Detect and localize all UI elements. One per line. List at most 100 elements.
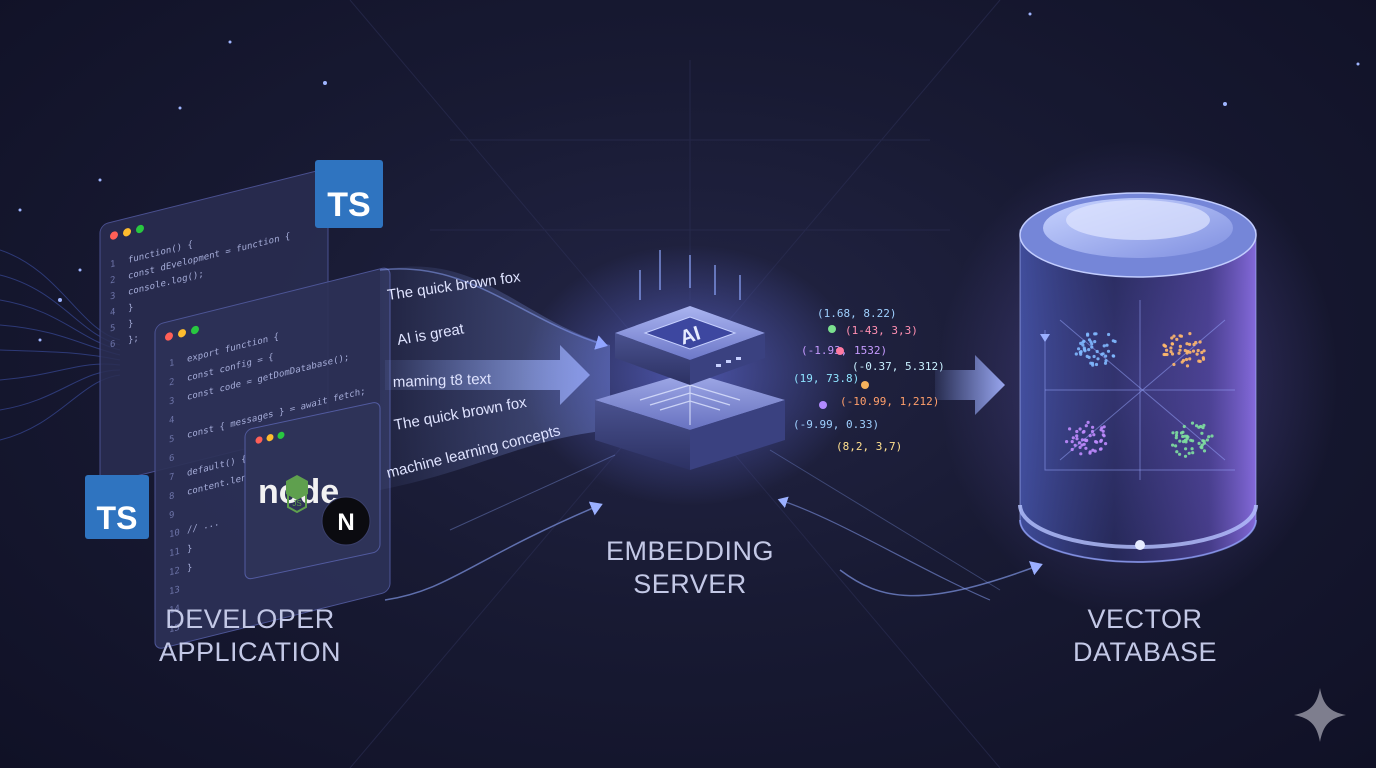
embedding-vector-value: (-10.99, 1,212) xyxy=(840,395,939,408)
text-input-sample: maming t8 text xyxy=(393,371,493,391)
cluster-point xyxy=(1200,431,1204,435)
cluster-point xyxy=(1068,427,1072,431)
code-line-number: 14 xyxy=(169,604,180,617)
cluster-point xyxy=(1112,354,1116,358)
code-line-number: 15 xyxy=(169,623,180,636)
cluster-point xyxy=(1077,441,1081,445)
vector-clusters xyxy=(1065,332,1214,458)
cluster-point xyxy=(1184,357,1189,362)
cluster-point xyxy=(1095,440,1099,444)
cluster-point xyxy=(1183,348,1187,353)
code-line-number: 1 xyxy=(169,358,174,369)
cluster-point xyxy=(1102,425,1106,429)
cluster-point xyxy=(1191,439,1195,443)
cluster-point xyxy=(1078,445,1082,449)
code-line-number: 1 xyxy=(110,259,115,270)
query-arrow-right xyxy=(839,561,1043,597)
code-line-number: 8 xyxy=(169,491,174,502)
cluster-point xyxy=(1178,439,1182,443)
cluster-point xyxy=(1099,438,1103,442)
cluster-point xyxy=(1202,449,1207,453)
cluster-point xyxy=(1090,345,1094,349)
vector-dots xyxy=(819,325,869,409)
cluster-point xyxy=(1171,443,1175,447)
developer-label-line1: DEVELOPER xyxy=(165,604,335,634)
cluster-point xyxy=(1093,449,1097,453)
cluster-point xyxy=(1202,349,1206,353)
vector-dot xyxy=(828,325,836,333)
code-line-number: 11 xyxy=(169,547,180,560)
code-line-number: 4 xyxy=(169,415,175,426)
cluster-point xyxy=(1084,424,1088,428)
typescript-badge-top: TS xyxy=(315,160,383,228)
cluster-point xyxy=(1095,349,1099,354)
cluster-point xyxy=(1171,431,1175,435)
cluster-point xyxy=(1172,362,1176,367)
cluster-point xyxy=(1175,431,1179,435)
vector-dot xyxy=(836,347,844,355)
cluster-point xyxy=(1207,435,1211,439)
window-minimize-dot xyxy=(178,329,186,338)
cluster-point xyxy=(1201,356,1205,360)
code-line-number: 9 xyxy=(169,510,174,521)
cluster-point xyxy=(1198,340,1202,344)
cluster-point xyxy=(1200,350,1204,355)
cluster-point xyxy=(1103,361,1108,365)
cluster-point xyxy=(1174,436,1178,440)
cluster-point xyxy=(1065,440,1069,444)
embedding-vector-value: (-0.37, 5.312) xyxy=(852,360,945,373)
code-line: } xyxy=(187,563,192,574)
cluster-point xyxy=(1181,434,1185,439)
code-line-number: 4 xyxy=(110,307,116,318)
vector-label-line1: VECTOR xyxy=(1087,604,1203,634)
code-line-number: 3 xyxy=(169,396,174,407)
cluster-point xyxy=(1079,452,1083,456)
embedding-vector-value: (-9.99, 0.33) xyxy=(793,418,879,431)
cluster-point xyxy=(1088,450,1092,454)
embedding-label-line2: SERVER xyxy=(633,569,747,599)
cluster-point xyxy=(1083,438,1087,442)
cluster-point xyxy=(1187,451,1191,455)
cluster-point xyxy=(1081,343,1085,347)
cluster-point xyxy=(1102,344,1106,348)
cluster-point xyxy=(1197,425,1201,429)
cluster-point xyxy=(1092,354,1096,359)
embedding-vector-value: (8,2, 3,7) xyxy=(836,440,902,453)
cluster-point xyxy=(1075,434,1079,438)
code-line-number: 6 xyxy=(169,453,174,464)
cluster-point xyxy=(1201,439,1205,443)
cluster-point xyxy=(1185,342,1189,346)
cluster-point xyxy=(1086,332,1090,336)
cluster-point xyxy=(1111,339,1115,343)
cluster-point xyxy=(1172,334,1176,338)
cluster-point xyxy=(1188,357,1192,361)
cluster-point xyxy=(1183,454,1188,458)
cluster-point xyxy=(1191,451,1195,455)
cluster-point xyxy=(1079,350,1083,354)
cluster-point xyxy=(1181,430,1185,434)
nextjs-logo-text: N xyxy=(337,509,354,536)
cluster-point xyxy=(1205,438,1209,442)
typescript-badge-text: TS xyxy=(97,500,138,536)
vector-label-line2: DATABASE xyxy=(1072,637,1218,667)
cluster-point xyxy=(1174,433,1179,437)
cluster-point xyxy=(1194,340,1198,345)
cluster-point xyxy=(1082,442,1086,446)
embedding-vector-value: (1-43, 3,3) xyxy=(845,324,918,337)
cluster-point xyxy=(1078,427,1082,431)
cluster-point xyxy=(1079,341,1083,345)
cluster-point xyxy=(1165,348,1169,352)
vector-database-label: VECTOR DATABASE xyxy=(1015,603,1275,669)
cluster-point xyxy=(1186,435,1190,439)
embedding-vector-value: (1.68, 8.22) xyxy=(817,307,896,320)
cluster-point xyxy=(1183,434,1187,438)
cluster-point xyxy=(1188,332,1192,336)
cluster-point xyxy=(1091,363,1095,367)
nextjs-logo: N xyxy=(321,496,371,546)
cluster-point xyxy=(1170,336,1174,340)
cluster-point xyxy=(1105,343,1109,347)
cluster-point xyxy=(1210,434,1214,438)
code-line: } xyxy=(128,319,133,330)
code-line: }; xyxy=(128,333,139,346)
